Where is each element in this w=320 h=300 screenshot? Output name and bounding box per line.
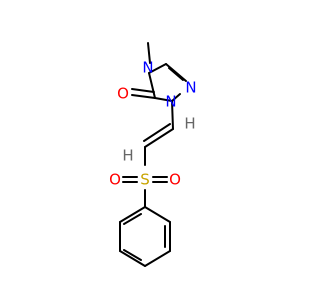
atom-n-ring-right: N (185, 79, 196, 97)
benzene-inner-2 (123, 249, 142, 261)
bond-methyl-n (147, 42, 151, 64)
bond-ring-c-nright-inner (168, 67, 184, 81)
molecule-diagram: N N N O S O O H H (109, 42, 197, 267)
benzene-inner-3 (123, 213, 142, 225)
atom-o-sulfonyl-right: O (169, 171, 181, 189)
benzene-bond-4 (119, 250, 146, 267)
atom-h-vinyl-right: H (184, 115, 195, 133)
bond-nsub-vinyl (171, 100, 174, 130)
atom-n-ring-sub: N (165, 93, 176, 111)
molecule-svg: N N N O S O O H H (109, 42, 197, 267)
bond-ring-n-c (148, 63, 167, 74)
atom-n-methyl: N (142, 59, 153, 77)
bond-vinyl-main (144, 128, 174, 148)
bond-nsub-ccarbonyl (154, 97, 173, 102)
bond-layer (119, 42, 187, 267)
bond-ring-c-nright (165, 63, 187, 82)
benzene-bond-1 (144, 206, 171, 223)
atom-h-vinyl-left: H (122, 147, 133, 165)
bond-vinyl-secondary (143, 123, 171, 142)
bond-carbonyl-main (131, 94, 156, 99)
atom-s-sulfonyl: S (140, 171, 150, 189)
atom-o-sulfonyl-left: O (109, 171, 121, 189)
benzene-bond-3 (144, 250, 171, 267)
bond-nright-nsub (171, 93, 181, 102)
benzene-bond-6 (119, 206, 146, 223)
atom-o-carbonyl: O (117, 85, 129, 103)
bond-carbonyl-secondary (131, 88, 155, 93)
bond-ccarbonyl-n (148, 72, 156, 99)
